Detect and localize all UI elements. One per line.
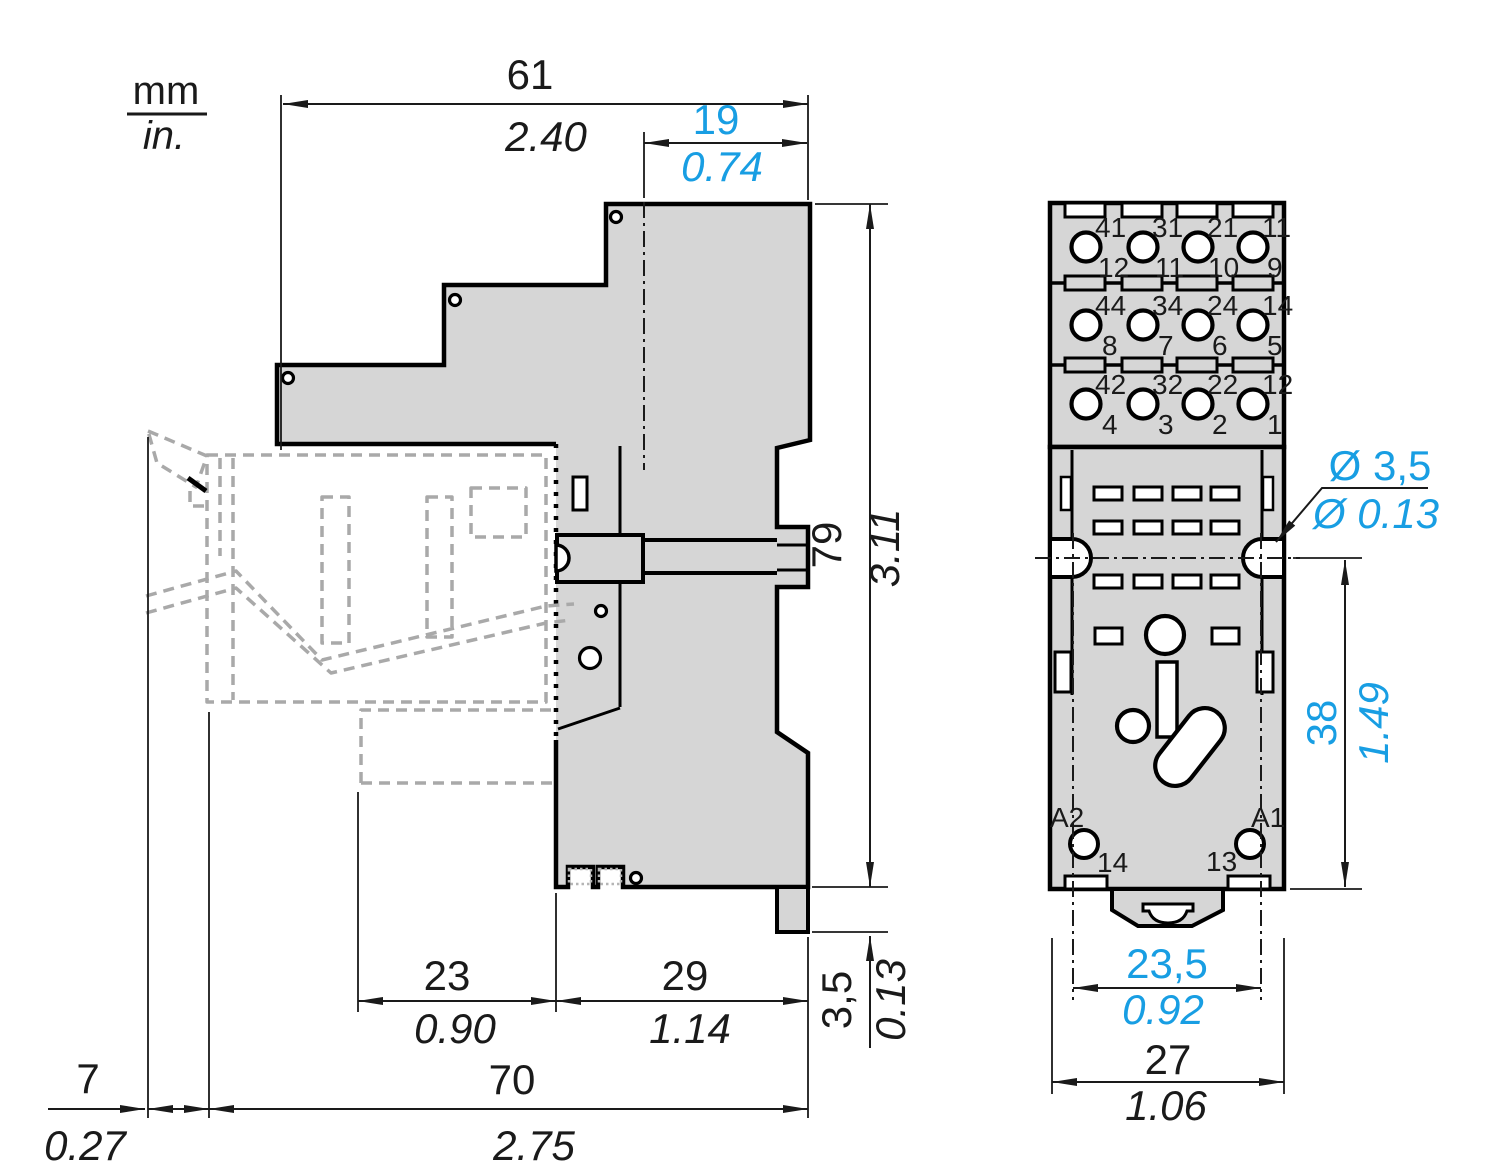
dim-relay-depth-in: 0.90 — [414, 1005, 496, 1052]
relay-body-outline — [205, 453, 548, 704]
dim-foot-depth-in: 0.13 — [867, 959, 914, 1041]
svg-text:24: 24 — [1207, 290, 1238, 321]
svg-text:3: 3 — [1158, 409, 1174, 440]
coil-label-a2: A2 — [1050, 802, 1084, 833]
coil-label-a1: A1 — [1251, 802, 1285, 833]
mounting-notch-right — [1241, 537, 1286, 579]
dim-hole-spacing-h-mm: 23,5 — [1126, 940, 1208, 987]
coil-hole-a1 — [1234, 828, 1266, 860]
svg-text:41: 41 — [1095, 212, 1126, 243]
dim-clip-clearance-mm: 7 — [76, 1055, 99, 1102]
screw-hole — [280, 370, 296, 386]
svg-text:1: 1 — [1267, 409, 1283, 440]
svg-text:12: 12 — [1098, 252, 1129, 283]
screw-hole — [447, 292, 463, 308]
front-view — [1035, 200, 1300, 1000]
dim-width-upper-in: 0.74 — [681, 143, 763, 190]
dim-total-depth-mm: 70 — [489, 1056, 536, 1103]
dim-clip-clearance-in: 0.27 — [44, 1122, 127, 1166]
terminal-labels: 41 31 21 11 12 11 10 9 44 34 24 14 8 7 6… — [1095, 212, 1293, 440]
svg-text:12: 12 — [1262, 369, 1293, 400]
latch-slot — [1153, 705, 1227, 789]
svg-text:34: 34 — [1152, 290, 1183, 321]
svg-text:22: 22 — [1207, 369, 1238, 400]
svg-text:44: 44 — [1095, 290, 1126, 321]
relay-lower-housing — [359, 708, 557, 785]
din-foot — [775, 885, 810, 934]
extension-lines — [147, 95, 1362, 1118]
terminal-holes — [1069, 230, 1270, 421]
svg-text:5: 5 — [1267, 330, 1283, 361]
dim-height-mm: 79 — [803, 522, 850, 569]
svg-text:10: 10 — [1208, 252, 1239, 283]
dimension-lines — [48, 100, 1428, 1113]
svg-text:7: 7 — [1158, 330, 1174, 361]
svg-text:4: 4 — [1102, 409, 1118, 440]
dim-relay-depth-mm: 23 — [424, 952, 471, 999]
svg-text:2: 2 — [1212, 409, 1228, 440]
dim-foot-depth-mm: 3,5 — [813, 971, 860, 1029]
dim-width-upper-mm: 19 — [693, 96, 740, 143]
dim-hole-spacing-v-mm: 38 — [1298, 700, 1345, 747]
coil-labels: A2 A1 14 13 — [1050, 802, 1285, 878]
dim-width-top-in: 2.40 — [504, 113, 587, 160]
units-in-label: in. — [143, 114, 185, 158]
svg-text:11: 11 — [1155, 252, 1184, 283]
screw-hole — [608, 209, 624, 225]
dim-front-width-in: 1.06 — [1125, 1082, 1207, 1129]
dim-hole-spacing-v-in: 1.49 — [1350, 682, 1397, 764]
retaining-spring — [145, 586, 572, 675]
retaining-spring — [145, 569, 575, 662]
svg-text:14: 14 — [1262, 290, 1293, 321]
dim-hole-dia-mm: Ø 3,5 — [1329, 442, 1432, 489]
svg-text:32: 32 — [1152, 369, 1183, 400]
socket-side-body — [277, 204, 810, 887]
dim-socket-depth-mm: 29 — [662, 952, 709, 999]
svg-text:21: 21 — [1207, 212, 1238, 243]
dim-hole-dia-in: Ø 0.13 — [1311, 490, 1439, 537]
svg-text:11: 11 — [1262, 212, 1291, 243]
latch-finger-recess — [554, 543, 571, 573]
dim-width-top-mm: 61 — [507, 51, 554, 98]
svg-text:9: 9 — [1267, 252, 1283, 283]
side-view — [274, 201, 813, 934]
units-mm-label: mm — [133, 69, 200, 113]
svg-text:31: 31 — [1152, 212, 1183, 243]
svg-text:42: 42 — [1095, 369, 1126, 400]
svg-text:8: 8 — [1102, 330, 1118, 361]
coil-label-14: 14 — [1097, 847, 1128, 878]
dim-front-width-mm: 27 — [1145, 1036, 1192, 1083]
svg-text:6: 6 — [1212, 330, 1228, 361]
phantom-relay-outline — [145, 429, 575, 785]
dim-socket-depth-in: 1.14 — [649, 1005, 731, 1052]
relay-clip-wedge — [146, 429, 209, 489]
dim-total-depth-in: 2.75 — [492, 1122, 575, 1166]
coil-hole-a2 — [1068, 828, 1100, 860]
coil-label-13: 13 — [1206, 846, 1237, 877]
dim-hole-spacing-h-in: 0.92 — [1122, 986, 1204, 1033]
dim-height-in: 3.11 — [861, 509, 908, 588]
